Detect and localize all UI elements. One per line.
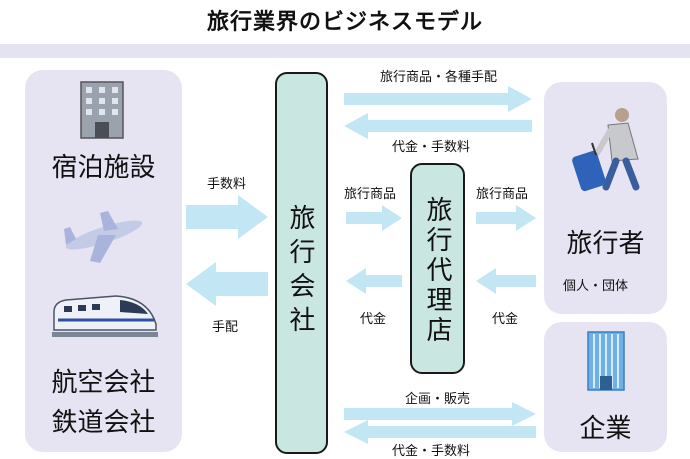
arrow-payment-to-company-top: [344, 113, 532, 139]
plan-sales-label: 企画・販売: [405, 392, 471, 407]
arrow-product-to-traveler: [344, 86, 532, 112]
arrow-plan-sales-to-corporate: [344, 402, 536, 426]
travelers-sub-label: 個人・団体: [563, 279, 629, 294]
fee-label: 手数料: [207, 177, 247, 192]
traveler-with-suitcase-icon: [572, 108, 640, 192]
payment-from-agency-label: 代金: [360, 312, 387, 327]
arrow-payment-to-company-mid: [346, 268, 402, 294]
corporate-label: 企業: [579, 414, 632, 444]
arrow-agency-product-to-traveler: [476, 205, 536, 231]
payment-fee-label-bottom: 代金・手数料: [392, 444, 471, 459]
lodging-label: 宿泊施設: [51, 153, 156, 183]
arrow-arrange-to-supplier: [186, 262, 268, 306]
payment-to-agency-label: 代金: [492, 312, 519, 327]
product-to-agency-label: 旅行商品: [344, 187, 397, 202]
travel-agency-label: 旅行代理店: [422, 196, 452, 346]
title-band: [0, 44, 690, 58]
airplane-icon: [64, 211, 143, 263]
travel-company-box: 旅行会社: [275, 72, 328, 454]
traveler-panel: [544, 82, 667, 314]
bullet-train-icon: [52, 295, 158, 337]
page-title: 旅行業界のビジネスモデル: [206, 10, 483, 35]
travel-agency-box: 旅行代理店: [410, 163, 465, 374]
travel-company-label: 旅行会社: [285, 204, 315, 340]
arrow-product-to-agency: [346, 205, 402, 231]
product-agency-to-traveler-label: 旅行商品: [476, 187, 529, 202]
arrow-payment-from-corporate: [344, 420, 536, 444]
payment-fee-label-top: 代金・手数料: [392, 140, 471, 155]
arrange-label: 手配: [212, 320, 239, 335]
arrow-fee-to-company: [186, 195, 268, 239]
office-building-icon: [587, 331, 625, 391]
travelers-label: 旅行者: [566, 229, 645, 259]
hotel-building-icon: [80, 81, 124, 139]
product-arrange-label: 旅行商品・各種手配: [380, 70, 498, 85]
arrow-payment-to-agency: [476, 268, 536, 294]
airlines-label: 航空会社: [51, 368, 156, 398]
railways-label: 鉄道会社: [51, 408, 156, 438]
